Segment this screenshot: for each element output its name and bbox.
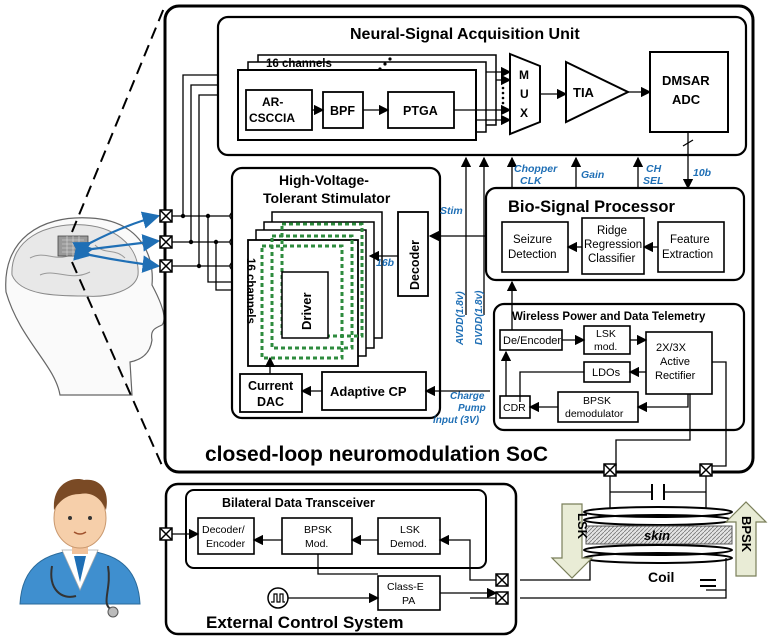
svg-text:Regression: Regression xyxy=(584,239,642,251)
ten-bit-label: 10b xyxy=(693,167,712,179)
svg-text:AR-: AR- xyxy=(262,95,283,109)
svg-text:Demod.: Demod. xyxy=(390,538,427,550)
ch-sel-label: CH xyxy=(646,163,662,175)
stimulator-title-1: High-Voltage- xyxy=(279,172,369,188)
stim-channels-label: 16 channels xyxy=(244,258,256,324)
bpf-block xyxy=(322,91,364,129)
acq-channels-label: 16 channels xyxy=(266,58,332,70)
stim-label: Stim xyxy=(440,205,463,217)
acquisition-title: Neural-Signal Acquisition Unit xyxy=(350,26,580,43)
svg-text:Class-E: Class-E xyxy=(387,581,424,593)
svg-text:De/Encoder: De/Encoder xyxy=(503,335,561,347)
svg-text:Active: Active xyxy=(660,356,690,368)
svg-text:2X/3X: 2X/3X xyxy=(656,342,687,354)
adaptive-cp-block xyxy=(321,371,427,411)
external-title: External Control System xyxy=(206,613,403,632)
svg-text:Driver: Driver xyxy=(299,292,314,330)
svg-text:LSK: LSK xyxy=(575,513,590,540)
svg-text:Classifier: Classifier xyxy=(588,253,635,265)
tia-block xyxy=(565,60,631,124)
current-dac-block xyxy=(239,373,303,413)
soc-title: closed-loop neuromodulation SoC xyxy=(205,443,548,466)
ext-lsk-demod-block xyxy=(377,517,441,555)
svg-text:CSCCIA: CSCCIA xyxy=(249,111,295,125)
svg-text:Ridge: Ridge xyxy=(597,225,627,237)
lsk-arrow: LSK xyxy=(550,503,594,579)
clock-pulse-icon xyxy=(267,587,289,609)
svg-text:Decoder: Decoder xyxy=(408,240,422,290)
svg-text:Detection: Detection xyxy=(508,249,557,261)
electrode-link-arrows xyxy=(72,211,161,273)
ext-decoder-encoder-block xyxy=(197,517,255,555)
skin-layer xyxy=(585,525,733,545)
svg-text:BPF: BPF xyxy=(330,104,355,118)
svg-text:CLK: CLK xyxy=(520,175,543,187)
gain-label: Gain xyxy=(581,169,604,181)
svg-text:mod.: mod. xyxy=(594,341,617,353)
svg-text:DAC: DAC xyxy=(257,395,284,409)
dmsar-adc-block xyxy=(649,51,729,133)
svg-text:BPSK: BPSK xyxy=(304,524,332,536)
telemetry-title: Wireless Power and Data Telemetry xyxy=(512,311,706,323)
active-rectifier-block xyxy=(645,331,713,395)
svg-text:Adaptive CP: Adaptive CP xyxy=(330,384,407,399)
head-illustration xyxy=(5,217,165,396)
seizure-detection-block xyxy=(501,221,569,273)
svg-text:DMSAR: DMSAR xyxy=(662,73,710,88)
avdd-label: AVDD(1.8v) xyxy=(455,291,466,346)
svg-text:input (3V): input (3V) xyxy=(433,415,480,426)
svg-text:Current: Current xyxy=(248,379,294,393)
chopper-clk-label: Chopper xyxy=(514,163,558,175)
svg-text:Extraction: Extraction xyxy=(662,249,713,261)
decoder-block xyxy=(397,211,429,297)
svg-text:PA: PA xyxy=(402,595,415,607)
transceiver-title: Bilateral Data Transceiver xyxy=(222,496,375,510)
processor-title: Bio-Signal Processor xyxy=(508,198,675,216)
feature-extraction-block xyxy=(657,221,725,273)
svg-text:Rectifier: Rectifier xyxy=(655,370,696,382)
stimulator-title-2: Tolerant Stimulator xyxy=(263,190,391,206)
coil-label: Coil xyxy=(648,569,674,585)
svg-text:BPSK: BPSK xyxy=(739,516,754,553)
doctor-illustration xyxy=(19,479,141,618)
electrode-pads xyxy=(159,209,173,273)
svg-text:LSK: LSK xyxy=(400,524,420,536)
svg-text:PTGA: PTGA xyxy=(403,104,438,118)
svg-text:ADC: ADC xyxy=(672,92,701,107)
charge-pump-label: Charge xyxy=(450,391,485,402)
svg-text:Encoder: Encoder xyxy=(206,538,246,550)
svg-text:TIA: TIA xyxy=(573,85,595,100)
ext-bpsk-mod-block xyxy=(281,517,353,555)
sixteen-bit-label: 16b xyxy=(376,257,395,269)
svg-text:M: M xyxy=(519,68,529,82)
svg-text:Pump: Pump xyxy=(458,403,486,414)
svg-text:CDR: CDR xyxy=(503,402,526,414)
bpsk-arrow: BPSK xyxy=(724,501,768,577)
svg-text:LSK: LSK xyxy=(596,328,616,340)
svg-text:BPSK: BPSK xyxy=(583,395,611,407)
svg-text:demodulator: demodulator xyxy=(565,408,624,420)
svg-text:U: U xyxy=(520,87,529,101)
dvdd-label: DVDD(1.8v) xyxy=(474,290,485,345)
svg-text:Mod.: Mod. xyxy=(305,538,328,550)
coil-link: skin Coil xyxy=(520,476,733,599)
svg-text:Decoder/: Decoder/ xyxy=(202,524,245,536)
svg-text:Feature: Feature xyxy=(670,234,710,246)
svg-text:Seizure: Seizure xyxy=(513,234,552,246)
svg-text:LDOs: LDOs xyxy=(592,367,621,379)
svg-text:SEL: SEL xyxy=(643,175,663,187)
svg-text:skin: skin xyxy=(644,528,670,543)
svg-text:X: X xyxy=(520,106,528,120)
mux-block xyxy=(509,52,541,136)
driver-block xyxy=(281,271,329,339)
